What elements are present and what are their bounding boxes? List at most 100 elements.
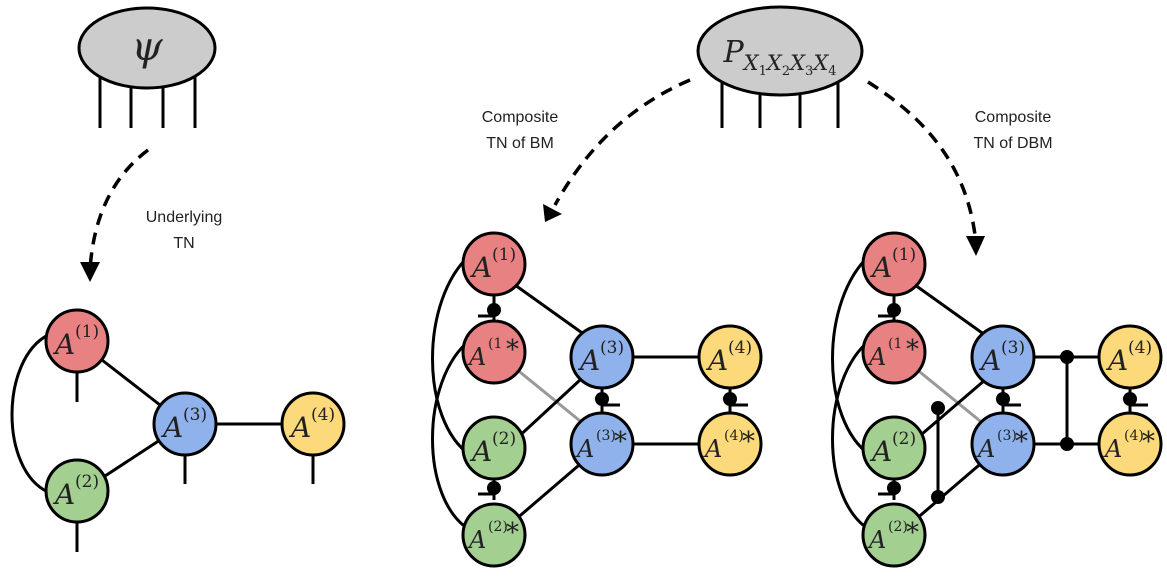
tensor-superscript: (2) xyxy=(892,429,916,449)
p-label: PX1X2X3X4 xyxy=(722,35,836,79)
tensor-label-a4: A(4) xyxy=(288,405,335,444)
edge-a2-a3 xyxy=(101,438,161,480)
tensor-a4-conj xyxy=(1097,411,1163,477)
tensor-a1 xyxy=(461,231,527,297)
bm-label-line1: Composite xyxy=(482,109,559,126)
edge-a1-a3 xyxy=(914,283,986,337)
psi-ellipse xyxy=(77,6,217,90)
tensor-superscript: (3) xyxy=(997,428,1017,444)
tensor-superscript: (1) xyxy=(492,245,516,265)
tensor-a1-conj xyxy=(461,319,527,385)
tensor-label-a4c: A(4)* xyxy=(703,427,755,463)
tensor-base-letter: A xyxy=(869,251,892,284)
hidden-node xyxy=(1060,437,1074,451)
tensor-a1 xyxy=(861,231,927,297)
edge-a1-a2-outer xyxy=(831,253,872,457)
psi-tensor: ψ xyxy=(77,6,217,128)
tensor-label-a1: A(1) xyxy=(469,245,516,284)
underlying-arrowhead xyxy=(80,262,100,282)
edge-a2c-a3c xyxy=(514,458,586,522)
tensor-superscript: (4) xyxy=(728,338,752,358)
tensor-superscript: (1) xyxy=(892,245,916,265)
tensor-a4 xyxy=(280,391,346,457)
tensor-a3 xyxy=(152,391,218,457)
tensor-superscript: (4) xyxy=(724,428,744,444)
tensor-base-letter: A xyxy=(469,251,492,284)
tensor-superscript: (4) xyxy=(1124,428,1144,444)
tensor-superscript: (3) xyxy=(183,405,207,425)
tensor-superscript: (1 xyxy=(488,336,502,352)
tensor-base-letter: A xyxy=(867,526,886,554)
tensor-a2-conj xyxy=(461,502,527,568)
dbm-label-line1: Composite xyxy=(975,109,1052,126)
tensor-label-a4: A(4) xyxy=(1105,338,1152,377)
tensor-a3 xyxy=(970,324,1036,390)
tensor-superscript: (3) xyxy=(600,338,624,358)
underlying-label-line2: TN xyxy=(173,235,194,252)
tensor-label-a3c: A(3)* xyxy=(575,427,627,463)
edge-a2-a3 xyxy=(914,378,986,442)
tensor-label-a3: A(3) xyxy=(160,405,207,444)
tensor-label-a4: A(4) xyxy=(705,338,752,377)
tensor-base-letter: A xyxy=(1105,344,1128,377)
edge-a1-a2-outer xyxy=(431,253,472,457)
tensor-base-letter: A xyxy=(577,344,600,377)
bm-arrowhead xyxy=(543,204,562,222)
hidden-node xyxy=(931,401,945,415)
tensor-base-letter: A xyxy=(703,435,722,463)
tensor-base-letter: A xyxy=(160,411,183,444)
tensor-a1-conj xyxy=(861,319,927,385)
hidden-node xyxy=(931,490,945,504)
edge-a2-a3 xyxy=(513,378,582,442)
tensor-a1 xyxy=(44,308,110,374)
dbm-arrowhead xyxy=(966,236,985,256)
tensor-base-letter: A xyxy=(52,328,75,361)
tensor-superscript: (3) xyxy=(1001,338,1025,358)
tensor-label-a3: A(3) xyxy=(978,338,1025,377)
conjugate-star: * xyxy=(506,335,519,365)
tensor-superscript: (1 xyxy=(888,336,902,352)
tensor-base-letter: A xyxy=(869,435,892,468)
tensor-superscript: (3) xyxy=(596,428,616,444)
edge-a1c-a3c xyxy=(514,366,586,427)
edge-a1-a3 xyxy=(514,283,586,337)
tensor-label-a2: A(2) xyxy=(52,472,99,511)
conjugate-star: * xyxy=(906,335,919,365)
dbm-composite-tn: A(1) A(1* A(2) A(2)* A(3) A(3)* A(4) A(4… xyxy=(831,231,1163,568)
tensor-base-letter: A xyxy=(467,343,486,371)
tensor-base-letter: A xyxy=(978,344,1001,377)
tensor-superscript: (4) xyxy=(311,405,335,425)
conjugate-star: * xyxy=(1015,427,1028,457)
conjugate-star: * xyxy=(614,427,627,457)
psi-symbol: ψ xyxy=(131,24,163,70)
tensor-label-a2c: A(2)* xyxy=(467,518,519,554)
tensor-a2 xyxy=(461,415,527,481)
edge-a1c-a2c-outer xyxy=(431,338,471,532)
tensor-label-a3c: A(3)* xyxy=(976,427,1028,463)
edge-a1-a2 xyxy=(10,333,49,494)
tensor-a2 xyxy=(861,415,927,481)
tensor-label-a1: A(1) xyxy=(869,245,916,284)
tensor-base-letter: A xyxy=(1103,435,1122,463)
tensor-a4-conj xyxy=(697,411,763,477)
edge-a1c-a2c-outer xyxy=(831,338,871,532)
edge-a1c-a3c xyxy=(914,366,986,427)
tensor-superscript: (2) xyxy=(492,429,516,449)
tensor-a3-conj xyxy=(569,411,635,477)
tensor-base-letter: A xyxy=(705,344,728,377)
tensor-base-letter: A xyxy=(867,343,886,371)
conjugate-star: * xyxy=(1142,427,1155,457)
tensor-base-letter: A xyxy=(467,526,486,554)
bm-label-line2: TN of BM xyxy=(486,135,554,152)
tensor-base-letter: A xyxy=(52,478,75,511)
bm-arrow xyxy=(553,78,691,206)
conjugate-star: * xyxy=(506,518,519,548)
tensor-base-letter: A xyxy=(575,435,594,463)
underlying-label-line1: Underlying xyxy=(146,209,222,226)
conjugate-star: * xyxy=(742,427,755,457)
edge-a2c-a3c xyxy=(914,458,986,522)
tensor-superscript: (2) xyxy=(888,519,908,535)
underlying-tn: A(1) A(2) A(3) A(4) xyxy=(10,308,346,552)
tensor-a3 xyxy=(569,324,635,390)
edge-a1-a3 xyxy=(101,358,161,407)
